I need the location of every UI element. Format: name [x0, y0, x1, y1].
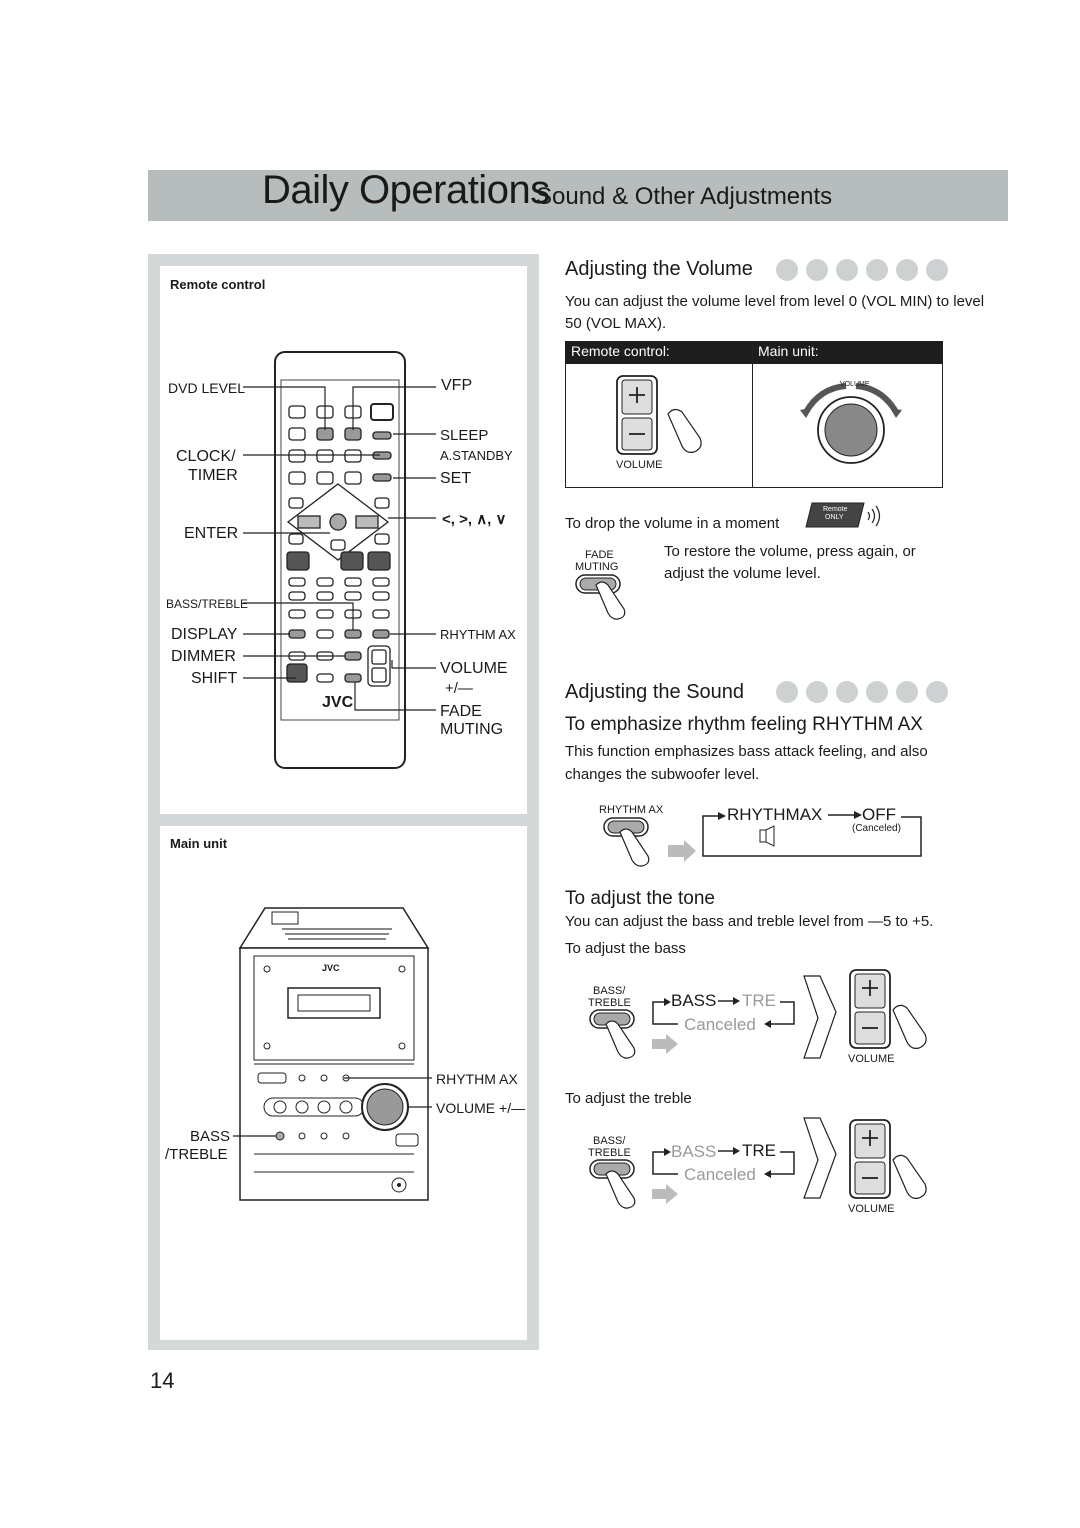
- bass-state-active: BASS: [671, 991, 717, 1010]
- volume-table-divider: [752, 341, 753, 487]
- bass-caption: To adjust the bass: [565, 940, 686, 957]
- label-enter: ENTER: [184, 525, 239, 542]
- volume-description: You can adjust the volume level from lev…: [565, 293, 985, 332]
- page-subtitle: Sound & Other Adjustments: [536, 183, 833, 210]
- label-fade: FADE: [440, 703, 482, 720]
- bass-volume-caption: VOLUME: [848, 1053, 895, 1065]
- rhythm-ax-button-label: RHYTHM AX: [599, 804, 664, 816]
- remote-only-badge-icon: [805, 502, 881, 528]
- treble-button-label-2: TREBLE: [588, 1147, 631, 1159]
- fade-label: FADE: [585, 549, 614, 561]
- restore-volume-text: To restore the volume, press again, or a…: [664, 543, 916, 582]
- muting-label: MUTING: [575, 561, 619, 573]
- volume-title-dots: [776, 259, 948, 281]
- label-timer: TIMER: [188, 467, 238, 484]
- remote-brand-logo: JVC: [322, 694, 354, 711]
- tone-heading: To adjust the tone: [565, 888, 715, 909]
- label-volume: VOLUME: [440, 660, 508, 677]
- treble-button-label-1: BASS/: [593, 1135, 626, 1147]
- off-state: OFF: [862, 805, 896, 824]
- tre-state-inactive: TRE: [742, 991, 776, 1010]
- remote-control-heading: Remote control: [170, 277, 266, 292]
- remote-control-illustration: [243, 351, 436, 769]
- main-label-volume: VOLUME +/—: [436, 1100, 526, 1116]
- page-number: 14: [150, 1368, 175, 1393]
- label-plus-minus: +/—: [445, 680, 473, 697]
- treble-volume-caption: VOLUME: [848, 1203, 895, 1215]
- label-clock: CLOCK/: [176, 448, 236, 465]
- header-bar: [148, 170, 1008, 221]
- rhythm-ax-heading: To emphasize rhythm feeling RHYTHM AX: [565, 714, 923, 735]
- page-title: Daily Operations: [262, 168, 550, 212]
- volume-table-header: [565, 341, 942, 364]
- main-unit-illustration: [233, 907, 432, 1201]
- main-unit-brand-logo: JVC: [322, 963, 340, 973]
- label-display: DISPLAY: [171, 626, 238, 643]
- sound-title-dots: [776, 681, 948, 703]
- treble-caption: To adjust the treble: [565, 1090, 692, 1107]
- main-label-treble: /TREBLE: [165, 1146, 228, 1163]
- bass-button-label-2: TREBLE: [588, 997, 631, 1009]
- table-remote-header: Remote control:: [571, 343, 670, 359]
- bass-state-inactive: BASS: [671, 1142, 717, 1161]
- tre-state-active: TRE: [742, 1141, 776, 1160]
- label-sleep: SLEEP: [440, 427, 489, 444]
- treble-canceled-state: Canceled: [684, 1165, 756, 1184]
- main-volume-caption: VOLUME: [840, 381, 870, 388]
- rhythmax-state: RHYTHMAX: [727, 805, 823, 824]
- label-arrow-keys: <, >, ∧, ∨: [442, 511, 507, 528]
- rhythm-ax-cycle-diagram: [603, 811, 922, 867]
- label-dimmer: DIMMER: [171, 648, 236, 665]
- sound-section-title: Adjusting the Sound: [565, 681, 745, 703]
- drop-volume-text: To drop the volume in a moment: [565, 515, 780, 532]
- treble-adjust-diagram: [589, 1117, 927, 1209]
- volume-table-illustrations: [616, 375, 902, 464]
- volume-section-title: Adjusting the Volume: [565, 258, 753, 280]
- label-rhythm-ax: RHYTHM AX: [440, 627, 516, 642]
- remote-volume-caption: VOLUME: [616, 459, 663, 471]
- main-label-rhythm-ax: RHYTHM AX: [436, 1071, 518, 1087]
- label-muting: MUTING: [440, 721, 504, 738]
- table-main-header: Main unit:: [758, 343, 819, 359]
- badge-remote-text: Remote: [823, 506, 848, 513]
- rhythm-ax-description: This function emphasizes bass attack fee…: [565, 743, 928, 783]
- tone-description: You can adjust the bass and treble level…: [565, 913, 934, 930]
- bass-button-label-1: BASS/: [593, 985, 626, 997]
- main-unit-heading: Main unit: [170, 836, 228, 851]
- label-bass-treble: BASS/TREBLE: [166, 597, 249, 611]
- label-dvd-level: DVD LEVEL: [168, 380, 246, 396]
- bass-canceled-state: Canceled: [684, 1015, 756, 1034]
- main-label-bass: BASS: [190, 1128, 231, 1145]
- bass-adjust-diagram: [589, 969, 927, 1059]
- canceled-note: (Canceled): [852, 823, 901, 834]
- fade-muting-button-icon: [575, 574, 626, 620]
- label-vfp: VFP: [441, 377, 473, 394]
- label-set: SET: [440, 470, 472, 487]
- badge-only-text: ONLY: [825, 514, 844, 521]
- label-astandby: A.STANDBY: [440, 448, 513, 463]
- label-shift: SHIFT: [191, 670, 238, 687]
